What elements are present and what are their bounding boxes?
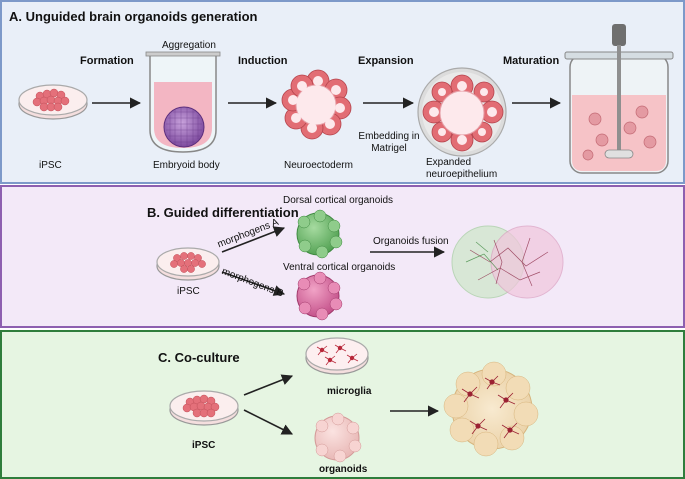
label-ipsc-c: iPSC: [192, 440, 216, 451]
organoid-icon: [451, 225, 564, 299]
embryoid-body-icon: [163, 106, 205, 148]
panel-c-title: C. Co-culture: [158, 350, 240, 365]
petri-dish-icon: [18, 84, 88, 120]
arrow-icon: [243, 409, 294, 435]
label-ventral-organoids: Ventral cortical organoids: [283, 262, 396, 273]
label-ipsc-b: iPSC: [177, 286, 200, 297]
step-aggregation: Aggregation: [162, 40, 216, 51]
neuroectoderm-icon: [281, 69, 352, 140]
arrow-icon: [221, 226, 286, 253]
organoid-icon: [314, 412, 362, 463]
organoid-icon: [296, 271, 343, 321]
petri-dish-icon: [169, 390, 239, 426]
label-microglia: microglia: [327, 386, 372, 397]
step-induction: Induction: [238, 55, 288, 67]
arrow-icon: [243, 374, 294, 396]
arrow-icon: [221, 271, 286, 296]
step-maturation: Maturation: [503, 55, 560, 67]
step-formation: Formation: [80, 55, 134, 67]
label-ipsc-a: iPSC: [39, 160, 62, 171]
label-organoids-fusion: Organoids fusion: [373, 236, 449, 247]
panel-b-title: B. Guided differentiation: [147, 205, 299, 220]
petri-dish-icon: [305, 337, 369, 375]
label-expanded-neuroepithelium: Expanded neuroepithelium: [426, 157, 498, 180]
bioreactor-icon: [564, 24, 674, 174]
panel-a-title: A. Unguided brain organoids generation: [9, 9, 258, 24]
matrigel-droplet-icon: [417, 67, 507, 157]
label-organoids: organoids: [319, 464, 368, 475]
label-embedding-matrigel: Embedding in Matrigel: [358, 131, 420, 154]
label-dorsal-organoids: Dorsal cortical organoids: [283, 195, 394, 206]
label-embryoid-body: Embryoid body: [153, 160, 220, 171]
organoid-icon: [296, 209, 343, 259]
label-neuroectoderm: Neuroectoderm: [284, 160, 353, 171]
step-expansion: Expansion: [358, 55, 414, 67]
petri-dish-icon: [156, 247, 220, 281]
panel-b-guided: [0, 185, 685, 328]
organoid-icon: [443, 361, 539, 457]
